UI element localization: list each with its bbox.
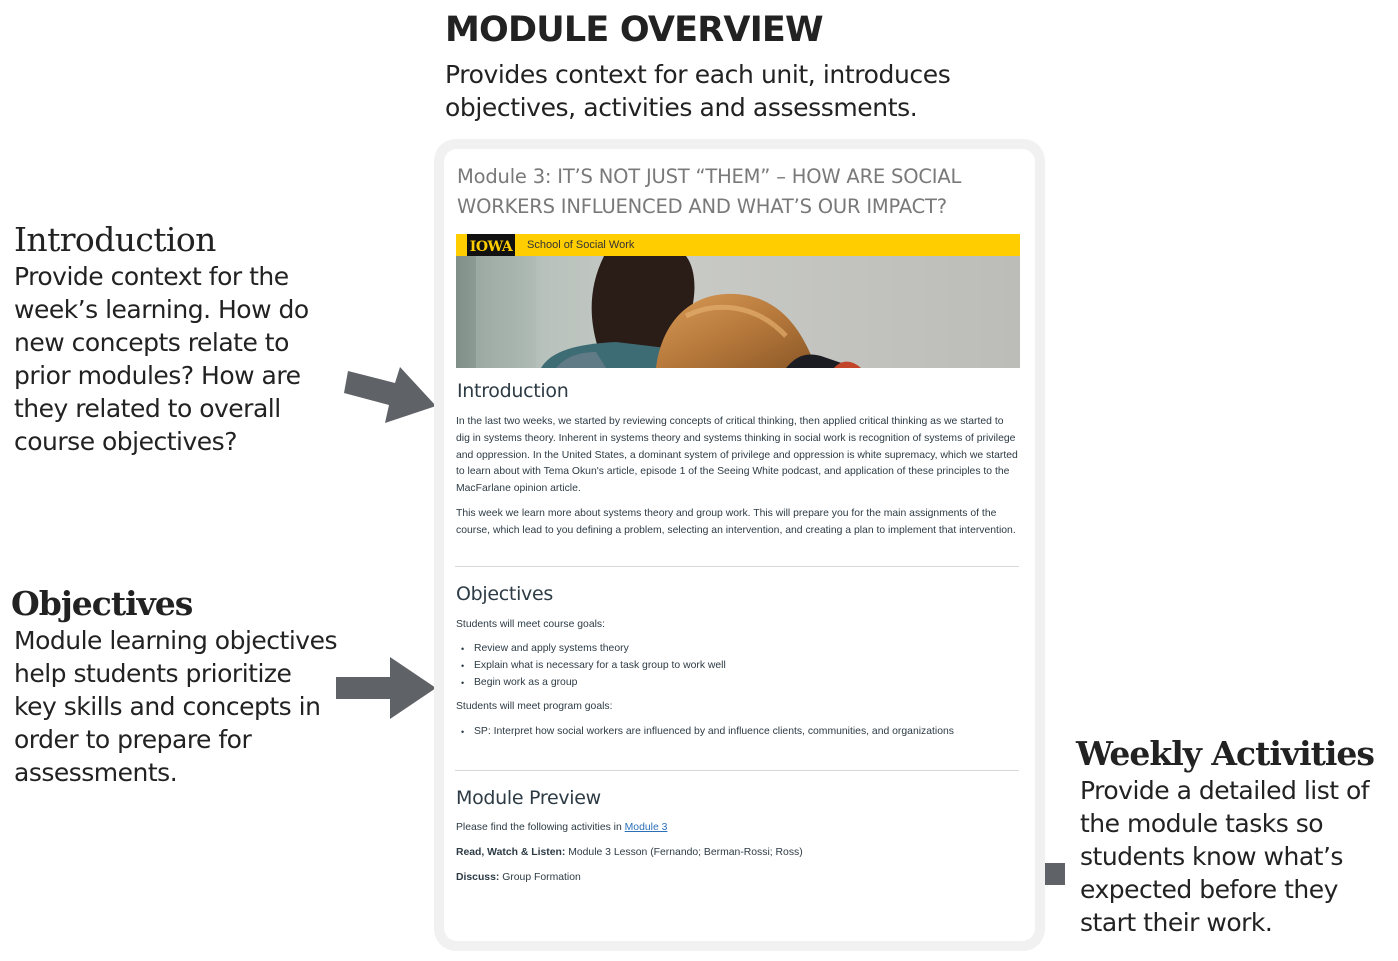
module-page-screenshot-frame: Module 3: IT’S NOT JUST “THEM” – HOW ARE…	[434, 139, 1045, 951]
objectives-callout-text: Module learning objectives help students…	[14, 626, 337, 787]
introduction-heading: Introduction	[457, 380, 569, 402]
introduction-paragraph-1: In the last two weeks, we started by rev…	[456, 416, 1018, 495]
preview-item-discuss: Discuss: Group Formation	[456, 870, 1021, 887]
module-title: Module 3: IT’S NOT JUST “THEM” – HOW ARE…	[457, 165, 962, 218]
arrow-right-down-icon	[344, 364, 436, 424]
course-goals-label: Students will meet course goals:	[456, 618, 606, 630]
preview-item-value: Module 3 Lesson (Fernando; Berman-Rossi;…	[565, 847, 803, 859]
overview-description: Provides context for each unit, introduc…	[445, 60, 951, 122]
banner-school-name: School of Social Work	[527, 239, 635, 251]
preview-intro: Please find the following activities in …	[456, 820, 1021, 837]
module-overview-callout: MODULE OVERVIEW Provides context for eac…	[445, 8, 1005, 124]
introduction-paragraph-2: This week we learn more about systems th…	[456, 507, 1016, 536]
introduction-callout-heading: Introduction	[14, 220, 216, 259]
program-goals-label: Students will meet program goals:	[456, 700, 613, 712]
introduction-callout-text: Provide context for the week’s learning.…	[14, 262, 309, 456]
banner-bar: IOWA School of Social Work	[456, 234, 1020, 260]
objectives-callout-heading: Objectives	[11, 584, 193, 623]
preview-item-label: Discuss:	[456, 871, 500, 883]
objectives-callout: Objectives Module learning objectives he…	[11, 584, 341, 789]
preview-item-value: Group Formation	[499, 871, 581, 883]
objectives-heading: Objectives	[456, 582, 553, 605]
module-banner: IOWA School of Social Work	[456, 234, 1020, 368]
list-item: Review and apply systems theory	[456, 641, 1021, 658]
module-page-card: Module 3: IT’S NOT JUST “THEM” – HOW ARE…	[444, 149, 1035, 941]
weekly-activities-callout-text: Provide a detailed list of the module ta…	[1080, 776, 1370, 937]
program-goals-list: SP: Interpret how social workers are inf…	[456, 724, 1021, 741]
iowa-logo: IOWA	[467, 234, 515, 260]
list-item: Explain what is necessary for a task gro…	[456, 658, 1021, 675]
weekly-activities-callout: Weekly Activities Provide a detailed lis…	[1076, 734, 1398, 939]
module-3-link[interactable]: Module 3	[624, 822, 668, 834]
preview-intro-text: Please find the following activities in	[456, 822, 625, 834]
banner-photo	[456, 256, 1020, 368]
list-item: Begin work as a group	[456, 675, 1021, 692]
weekly-activities-callout-heading: Weekly Activities	[1076, 734, 1375, 773]
section-divider	[455, 565, 1019, 567]
arrow-right-icon	[336, 657, 436, 719]
overview-title: MODULE OVERVIEW	[445, 10, 824, 50]
course-goals-list: Review and apply systems theory Explain …	[456, 641, 1021, 691]
section-divider	[455, 770, 1019, 772]
module-preview-heading: Module Preview	[456, 787, 601, 810]
list-item: SP: Interpret how social workers are inf…	[456, 724, 1021, 741]
preview-item-read-watch-listen: Read, Watch & Listen: Module 3 Lesson (F…	[456, 845, 1021, 862]
preview-item-label: Read, Watch & Listen:	[456, 847, 566, 859]
introduction-callout: Introduction Provide context for the wee…	[14, 220, 344, 458]
